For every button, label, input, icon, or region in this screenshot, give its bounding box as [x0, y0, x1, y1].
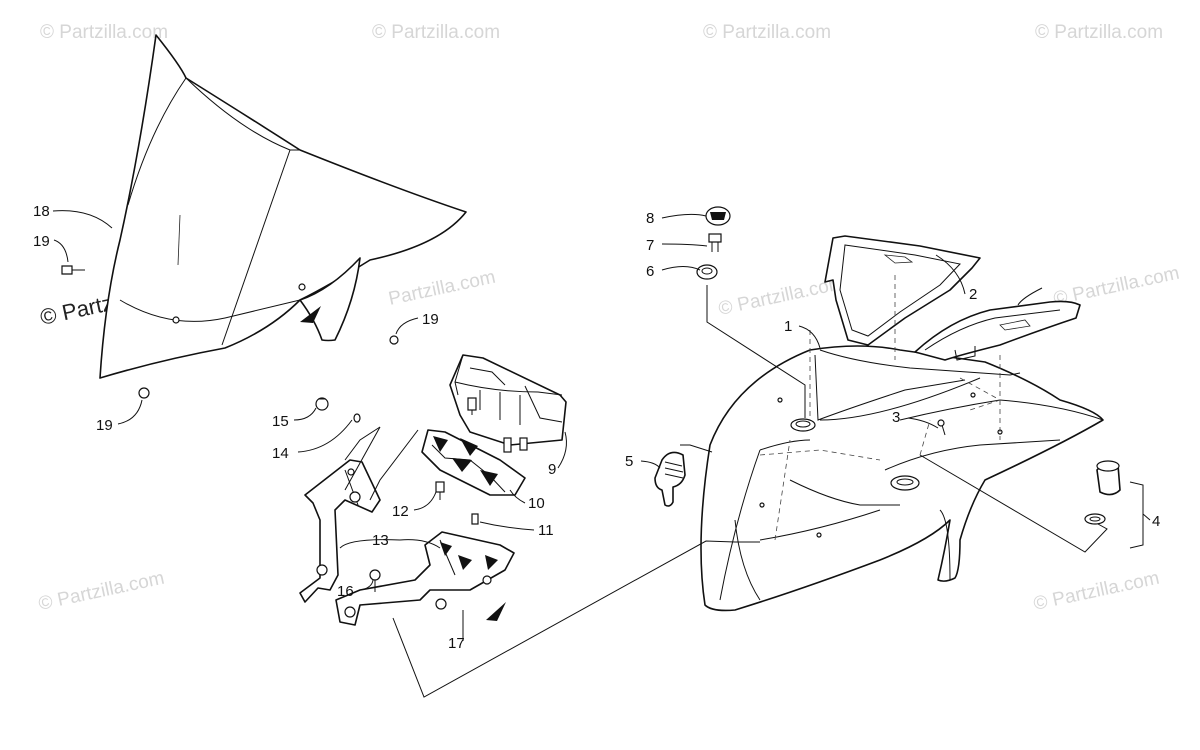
gauge-part-9 — [449, 354, 567, 453]
screw-part-3 — [937, 419, 946, 436]
callout-10: 10 — [528, 495, 545, 512]
callout-7: 7 — [646, 237, 654, 254]
callout-9: 9 — [548, 461, 556, 478]
watermark-top-center: © Partzilla.com — [372, 22, 500, 43]
callout-labels: 1 2 3 4 5 6 7 8 9 10 11 12 13 14 15 16 1… — [33, 203, 1160, 652]
callout-18: 18 — [33, 203, 50, 220]
callout-12: 12 — [392, 503, 409, 520]
callout-5: 5 — [625, 453, 633, 470]
key-part-7 — [708, 233, 722, 252]
callout-4: 4 — [1152, 513, 1160, 530]
callout-17: 17 — [448, 635, 465, 652]
support-bracket-right-part-13 — [335, 531, 515, 626]
callout-15: 15 — [272, 413, 289, 430]
windshield-screws-19 — [61, 265, 399, 399]
front-direction-arrow-icon — [300, 306, 321, 323]
hood-part-1 — [700, 345, 1104, 612]
watermark-mid-center: Partzilla.com — [387, 267, 498, 310]
callout-3: 3 — [892, 409, 900, 426]
gauge-bracket-part-10 — [421, 429, 526, 496]
screw-part-16 — [369, 569, 381, 592]
callout-16: 16 — [337, 583, 354, 600]
side-panel-lower-part-2 — [914, 300, 1081, 361]
washer-part-14 — [353, 413, 361, 423]
switch-part-4 — [1084, 460, 1121, 525]
cap-part-8 — [705, 206, 731, 226]
callout-13: 13 — [372, 532, 389, 549]
ring-part-6 — [696, 264, 718, 280]
windshield-part-18 — [99, 34, 467, 379]
callout-19-screw-left: 19 — [33, 233, 50, 250]
callout-11: 11 — [538, 522, 554, 539]
callout-leaders — [52, 210, 1151, 641]
clip-part-11 — [471, 513, 479, 525]
watermark-top-left: © Partzilla.com — [40, 22, 168, 43]
watermark-top-far-right: © Partzilla.com — [1035, 22, 1163, 43]
watermark-top-right: © Partzilla.com — [703, 22, 831, 43]
callout-14: 14 — [272, 445, 289, 462]
callout-19-nut-bottom: 19 — [96, 417, 113, 434]
nut-part-15 — [315, 397, 329, 411]
assembly-lines — [344, 275, 1108, 698]
callout-2: 2 — [969, 286, 977, 303]
callout-8: 8 — [646, 210, 654, 227]
watermark-bottom-far-right: © Partzilla.com — [1032, 568, 1162, 615]
callout-6: 6 — [646, 263, 654, 280]
watermark-bottom-left: © Partzilla.com — [37, 568, 167, 615]
callout-1: 1 — [784, 318, 792, 335]
nut-part-17 — [435, 598, 447, 610]
support-bracket-left-part-13 — [299, 459, 381, 603]
bracket-direction-arrow-icon — [486, 602, 506, 621]
socket-part-5 — [654, 451, 686, 507]
callout-19-screw-right: 19 — [422, 311, 439, 328]
screw-part-12 — [435, 481, 445, 500]
side-panel-upper-part-2 — [824, 235, 981, 346]
